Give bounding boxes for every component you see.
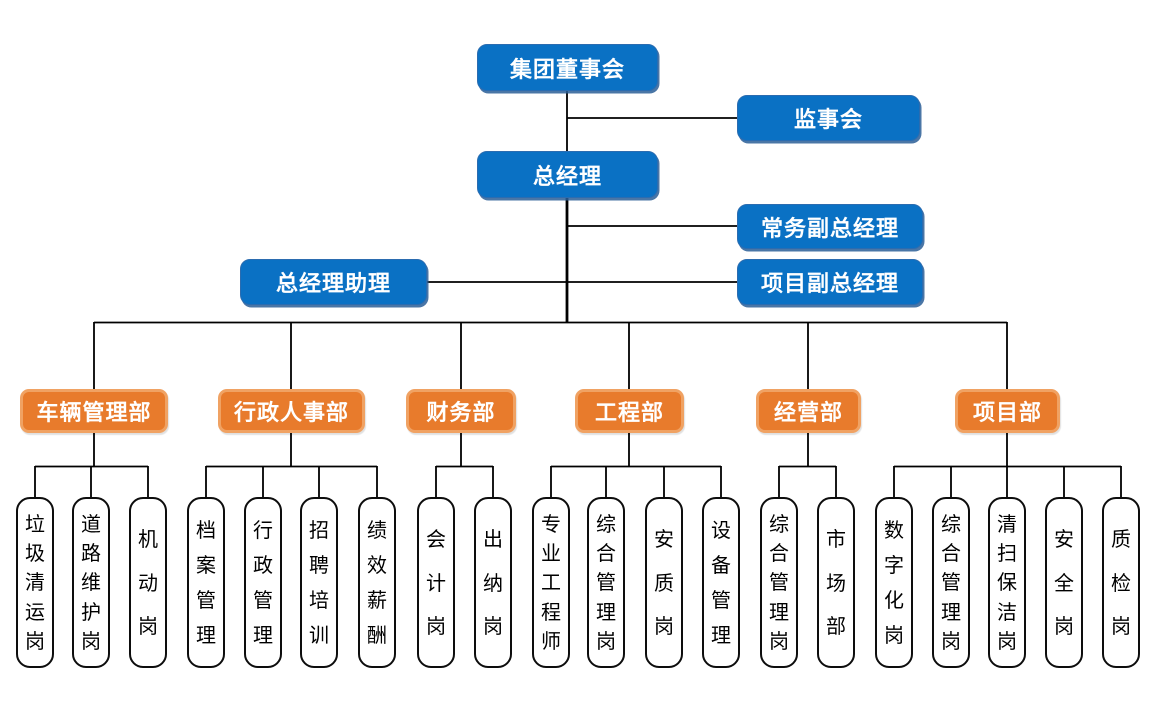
box-dept-operations: 经营部 bbox=[756, 389, 861, 433]
box-position: 档案管理 bbox=[187, 497, 225, 668]
box-dept-engineering: 工程部 bbox=[575, 389, 684, 433]
box-position: 数字化岗 bbox=[875, 497, 913, 668]
box-position: 绩效薪酬 bbox=[358, 497, 396, 668]
box-position: 道路维护岗 bbox=[72, 497, 110, 668]
box-position: 市场部 bbox=[817, 497, 855, 668]
box-position: 安质岗 bbox=[645, 497, 683, 668]
box-position: 综合管理岗 bbox=[587, 497, 625, 668]
box-position: 会计岗 bbox=[417, 497, 455, 668]
box-position: 质检岗 bbox=[1102, 497, 1140, 668]
box-position: 综合管理岗 bbox=[932, 497, 970, 668]
box-position: 垃圾清运岗 bbox=[16, 497, 54, 668]
box-dept-admin-hr: 行政人事部 bbox=[218, 389, 365, 433]
box-position: 招聘培训 bbox=[300, 497, 338, 668]
box-executive-vice-gm: 常务副总经理 bbox=[737, 204, 923, 249]
box-position: 综合管理岗 bbox=[760, 497, 798, 668]
box-position: 行政管理 bbox=[244, 497, 282, 668]
box-position: 清扫保洁岗 bbox=[988, 497, 1026, 668]
box-board: 集团董事会 bbox=[477, 44, 658, 91]
box-dept-finance: 财务部 bbox=[406, 389, 516, 433]
box-supervisory-board: 监事会 bbox=[737, 95, 920, 141]
box-dept-vehicle-management: 车辆管理部 bbox=[20, 389, 168, 433]
box-dept-project: 项目部 bbox=[955, 389, 1060, 433]
box-position: 机动岗 bbox=[129, 497, 167, 668]
box-position: 设备管理 bbox=[702, 497, 740, 668]
box-gm-assistant: 总经理助理 bbox=[240, 259, 427, 305]
box-position: 安全岗 bbox=[1045, 497, 1083, 668]
box-project-vice-gm: 项目副总经理 bbox=[737, 259, 923, 305]
box-position: 专业工程师 bbox=[532, 497, 570, 668]
box-position: 出纳岗 bbox=[474, 497, 512, 668]
box-general-manager: 总经理 bbox=[477, 151, 658, 198]
